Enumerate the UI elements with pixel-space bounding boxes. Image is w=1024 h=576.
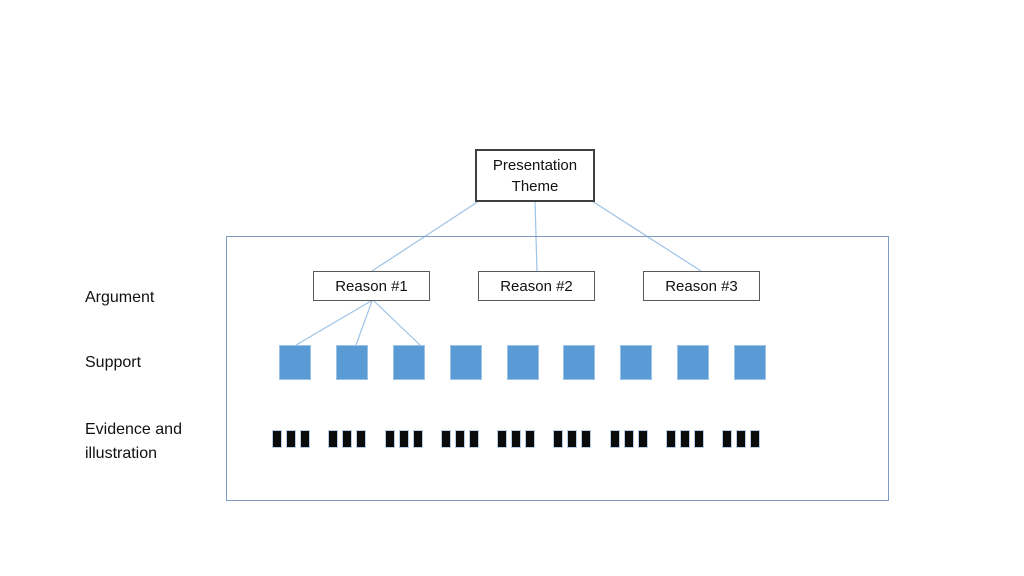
evidence-bar: [511, 430, 521, 448]
content-frame: [226, 236, 889, 501]
reason-1-box: Reason #1: [313, 271, 430, 301]
evidence-bar: [581, 430, 592, 448]
evidence-bar: [328, 430, 339, 448]
reason-2-label: Reason #2: [500, 277, 573, 295]
evidence-bar: [497, 430, 507, 448]
evidence-group: [722, 430, 760, 448]
presentation-theme-box: Presentation Theme: [475, 149, 595, 202]
evidence-bar: [384, 430, 395, 448]
evidence-bar: [722, 430, 732, 448]
evidence-bar: [693, 430, 704, 448]
support-square: [506, 345, 539, 380]
evidence-group: [440, 430, 479, 448]
reason-2-box: Reason #2: [478, 271, 595, 301]
evidence-bar: [750, 430, 760, 448]
support-square: [563, 345, 596, 380]
evidence-bar: [398, 430, 409, 448]
evidence-bar: [454, 430, 465, 448]
evidence-group: [665, 430, 704, 448]
row-label-support: Support: [85, 354, 142, 371]
support-square: [734, 345, 766, 380]
support-square: [620, 345, 653, 380]
evidence-bar: [679, 430, 690, 448]
evidence-bar: [440, 430, 451, 448]
row-label-evidence: Evidence and illustration: [85, 421, 182, 462]
evidence-group: [272, 430, 310, 448]
evidence-bar: [665, 430, 676, 448]
evidence-bar: [356, 430, 367, 448]
evidence-bar: [468, 430, 479, 448]
support-square: [677, 345, 710, 380]
support-square: [335, 345, 368, 380]
evidence-group: [328, 430, 367, 448]
evidence-bar: [272, 430, 282, 448]
support-squares-row: [279, 345, 766, 380]
evidence-bar: [567, 430, 578, 448]
evidence-bar: [412, 430, 423, 448]
reason-1-label: Reason #1: [335, 277, 408, 295]
evidence-bar: [623, 430, 634, 448]
support-square: [279, 345, 311, 380]
evidence-group: [384, 430, 423, 448]
evidence-bar: [736, 430, 746, 448]
evidence-bar: [286, 430, 296, 448]
evidence-group: [497, 430, 535, 448]
evidence-bar: [609, 430, 620, 448]
evidence-group: [609, 430, 648, 448]
evidence-group: [553, 430, 592, 448]
evidence-bar: [553, 430, 564, 448]
reason-3-label: Reason #3: [665, 277, 738, 295]
evidence-bar: [637, 430, 648, 448]
reason-3-box: Reason #3: [643, 271, 760, 301]
support-square: [449, 345, 482, 380]
presentation-theme-label: Presentation Theme: [492, 156, 578, 195]
row-label-argument: Argument: [85, 289, 155, 306]
support-square: [392, 345, 425, 380]
evidence-groups-row: [272, 430, 760, 448]
evidence-bar: [525, 430, 535, 448]
evidence-bar: [300, 430, 310, 448]
evidence-bar: [342, 430, 353, 448]
